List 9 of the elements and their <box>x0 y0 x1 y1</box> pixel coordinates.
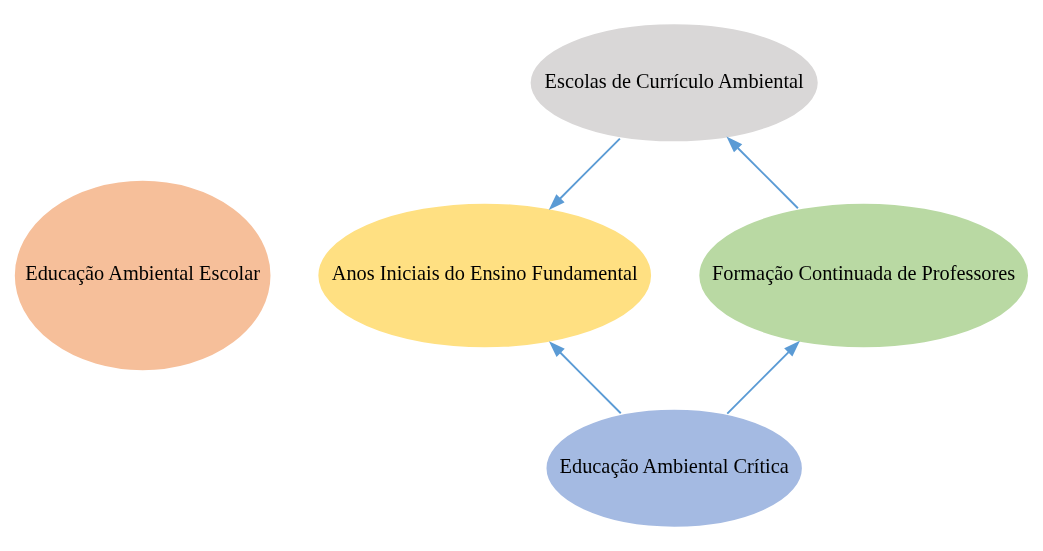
node-ellipse: Anos Iniciais do Ensino Fundamental <box>315 201 654 350</box>
node-ellipse: Educação Ambiental Crítica <box>543 407 805 530</box>
node-ellipse: Formação Continuada de Professores <box>696 201 1031 350</box>
node-ellipse: Educação Ambiental Escolar <box>12 178 274 373</box>
node-ellipse: Escolas de Currículo Ambiental <box>528 21 821 144</box>
arrow <box>548 341 622 415</box>
arrow <box>726 136 799 210</box>
arrow <box>548 137 621 210</box>
arrow <box>726 340 800 415</box>
